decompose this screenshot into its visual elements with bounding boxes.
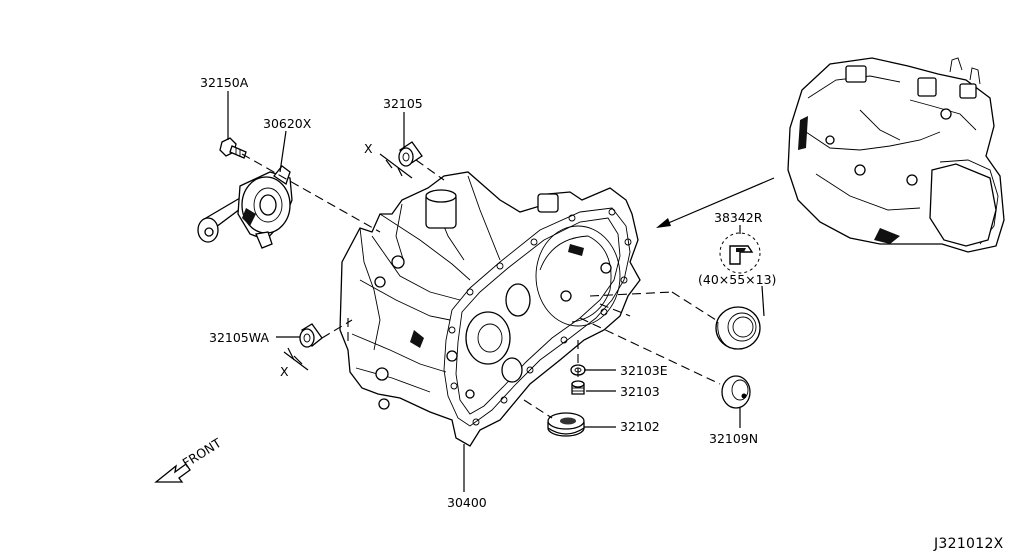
part-label-32103: 32103: [620, 384, 660, 399]
dowel-32105wa[interactable]: [299, 323, 323, 348]
leader-lines: [227, 91, 765, 492]
front-label: FRONT: [180, 435, 224, 471]
part-label-32150a: 32150A: [200, 75, 249, 90]
oil-seal-32102[interactable]: [547, 412, 585, 437]
bolt-32150a[interactable]: [219, 137, 247, 159]
part-label-30400: 30400: [447, 495, 487, 510]
part-label-38342r: 38342R: [714, 210, 763, 225]
part-label-32103e: 32103E: [620, 363, 668, 378]
front-indicator: FRONT: [154, 435, 224, 483]
part-label-32105: 32105: [383, 96, 423, 111]
part-label-32105wa: 32105WA: [209, 330, 269, 345]
dashed-alignment-lines: [241, 153, 721, 419]
oil-seal-detail-38342r[interactable]: [719, 232, 761, 274]
oil-seal-ring[interactable]: [715, 306, 761, 350]
part-label-32109n: 32109N: [709, 431, 758, 446]
marker-x-bottom: X: [280, 364, 289, 379]
assembly-arrow: [656, 177, 775, 228]
dowel-32105[interactable]: [398, 141, 423, 167]
part-label-32102: 32102: [620, 419, 660, 434]
transaxle-assembly[interactable]: [787, 57, 1005, 253]
dimension-marker-top: X: [364, 141, 413, 179]
part-label-30620x: 30620X: [263, 116, 312, 131]
release-bearing-30620x[interactable]: [197, 165, 293, 249]
part-label-seal-size: (40×55×13): [698, 272, 776, 287]
plug-32109n[interactable]: [721, 375, 751, 409]
dimension-marker-bottom: X: [280, 347, 309, 379]
diagram-code: J321012X: [933, 536, 1004, 552]
marker-x-top: X: [364, 141, 373, 156]
drain-plug-32103[interactable]: [571, 380, 585, 395]
transaxle-case[interactable]: [339, 171, 641, 447]
